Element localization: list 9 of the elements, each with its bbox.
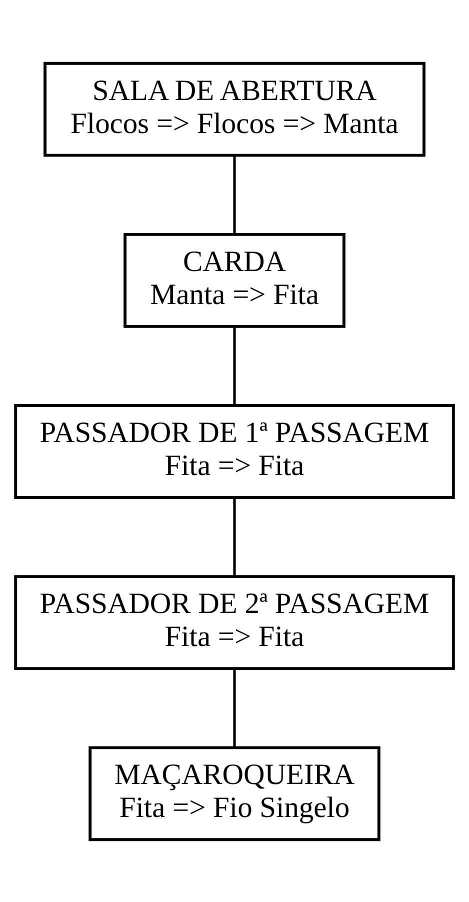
connector <box>233 326 236 405</box>
connector <box>233 668 236 747</box>
node-box: MAÇAROQUEIRA Fita => Fio Singelo <box>88 746 380 841</box>
node-box: CARDA Manta => Fita <box>124 232 346 328</box>
connector <box>233 498 236 576</box>
node-box: PASSADOR DE 1ª PASSAGEM Fita => Fita <box>14 404 455 498</box>
node-box: SALA DE ABERTURA Flocos => Flocos => Manta <box>44 61 426 156</box>
connector <box>233 156 236 234</box>
node-box: PASSADOR DE 2ª PASSAGEM Fita => Fita <box>14 574 455 670</box>
